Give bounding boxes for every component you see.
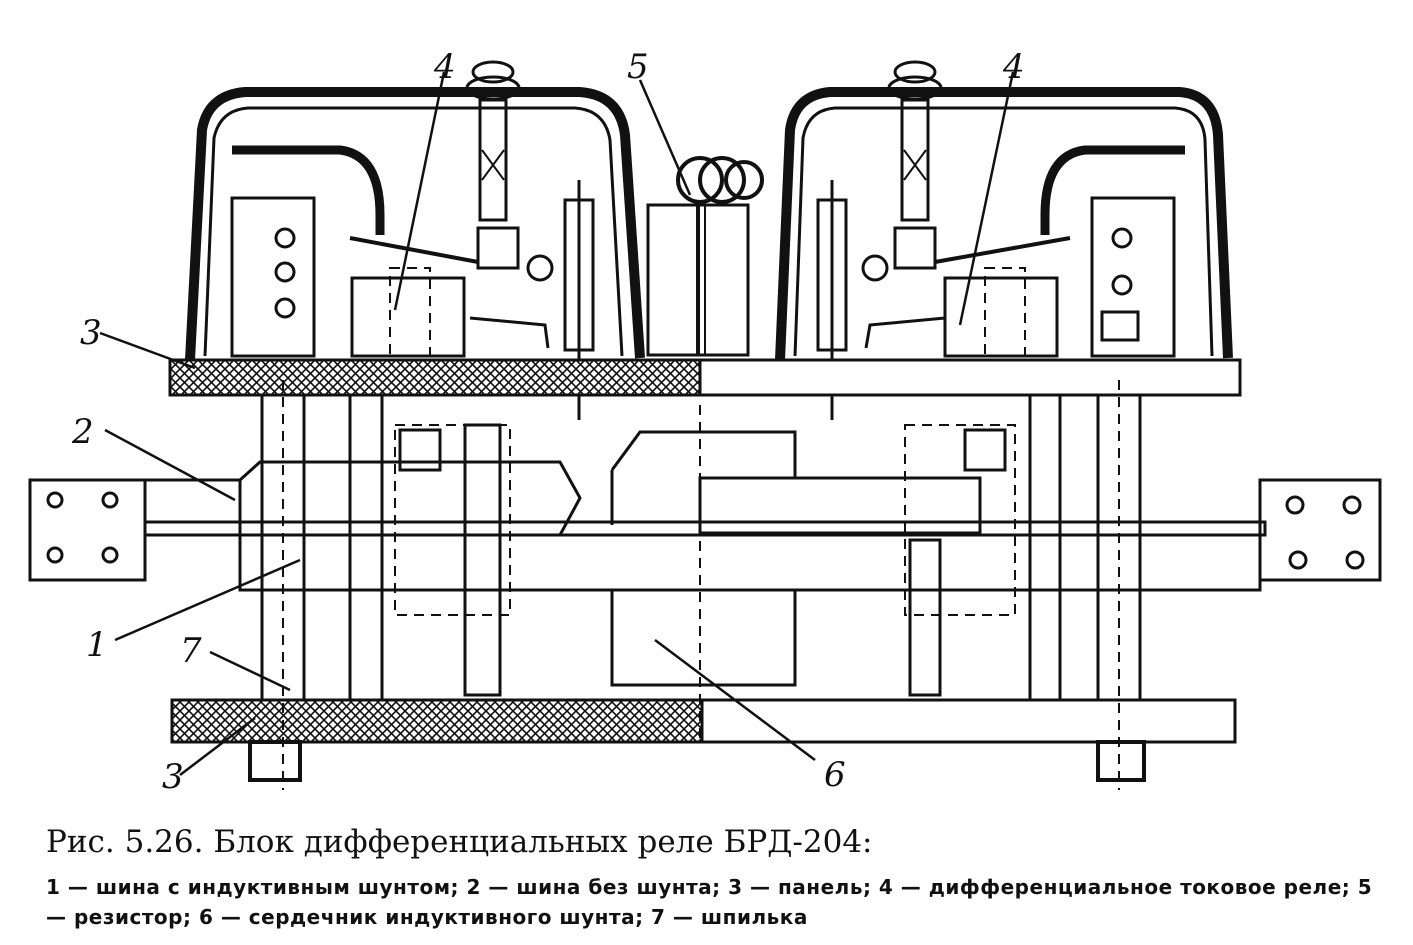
right-relay-mechanism (816, 145, 1185, 420)
top-insulator-right (887, 60, 943, 222)
callout-7: 7 (180, 631, 202, 671)
callout-2: 2 (72, 412, 94, 452)
studs (248, 380, 1146, 790)
callout-5: 5 (627, 47, 649, 87)
right-relay-cover (775, 87, 1233, 361)
technical-drawing (28, 60, 1382, 790)
resistor (646, 156, 764, 357)
figure-caption-legend: 1 — шина с индуктивным шунтом; 2 — шина … (46, 875, 1373, 929)
callout-4-left: 4 (434, 47, 456, 87)
figure-caption-title: Рис. 5.26. Блок дифференциальных реле БР… (46, 824, 873, 860)
leader-lines (99, 71, 1015, 776)
top-panel (168, 358, 1242, 397)
callout-4-right: 4 (1003, 47, 1025, 87)
callout-6: 6 (824, 755, 846, 795)
bus-bars (28, 460, 1382, 592)
callout-3-top: 3 (80, 313, 102, 353)
callout-1: 1 (86, 625, 108, 665)
coil-right (904, 424, 1016, 697)
shunt-core (610, 405, 797, 745)
left-relay-cover (185, 87, 645, 361)
top-insulator-left (465, 60, 521, 222)
coil-left (394, 423, 511, 697)
callout-3-bottom: 3 (162, 757, 184, 797)
bottom-panel (170, 698, 1237, 744)
